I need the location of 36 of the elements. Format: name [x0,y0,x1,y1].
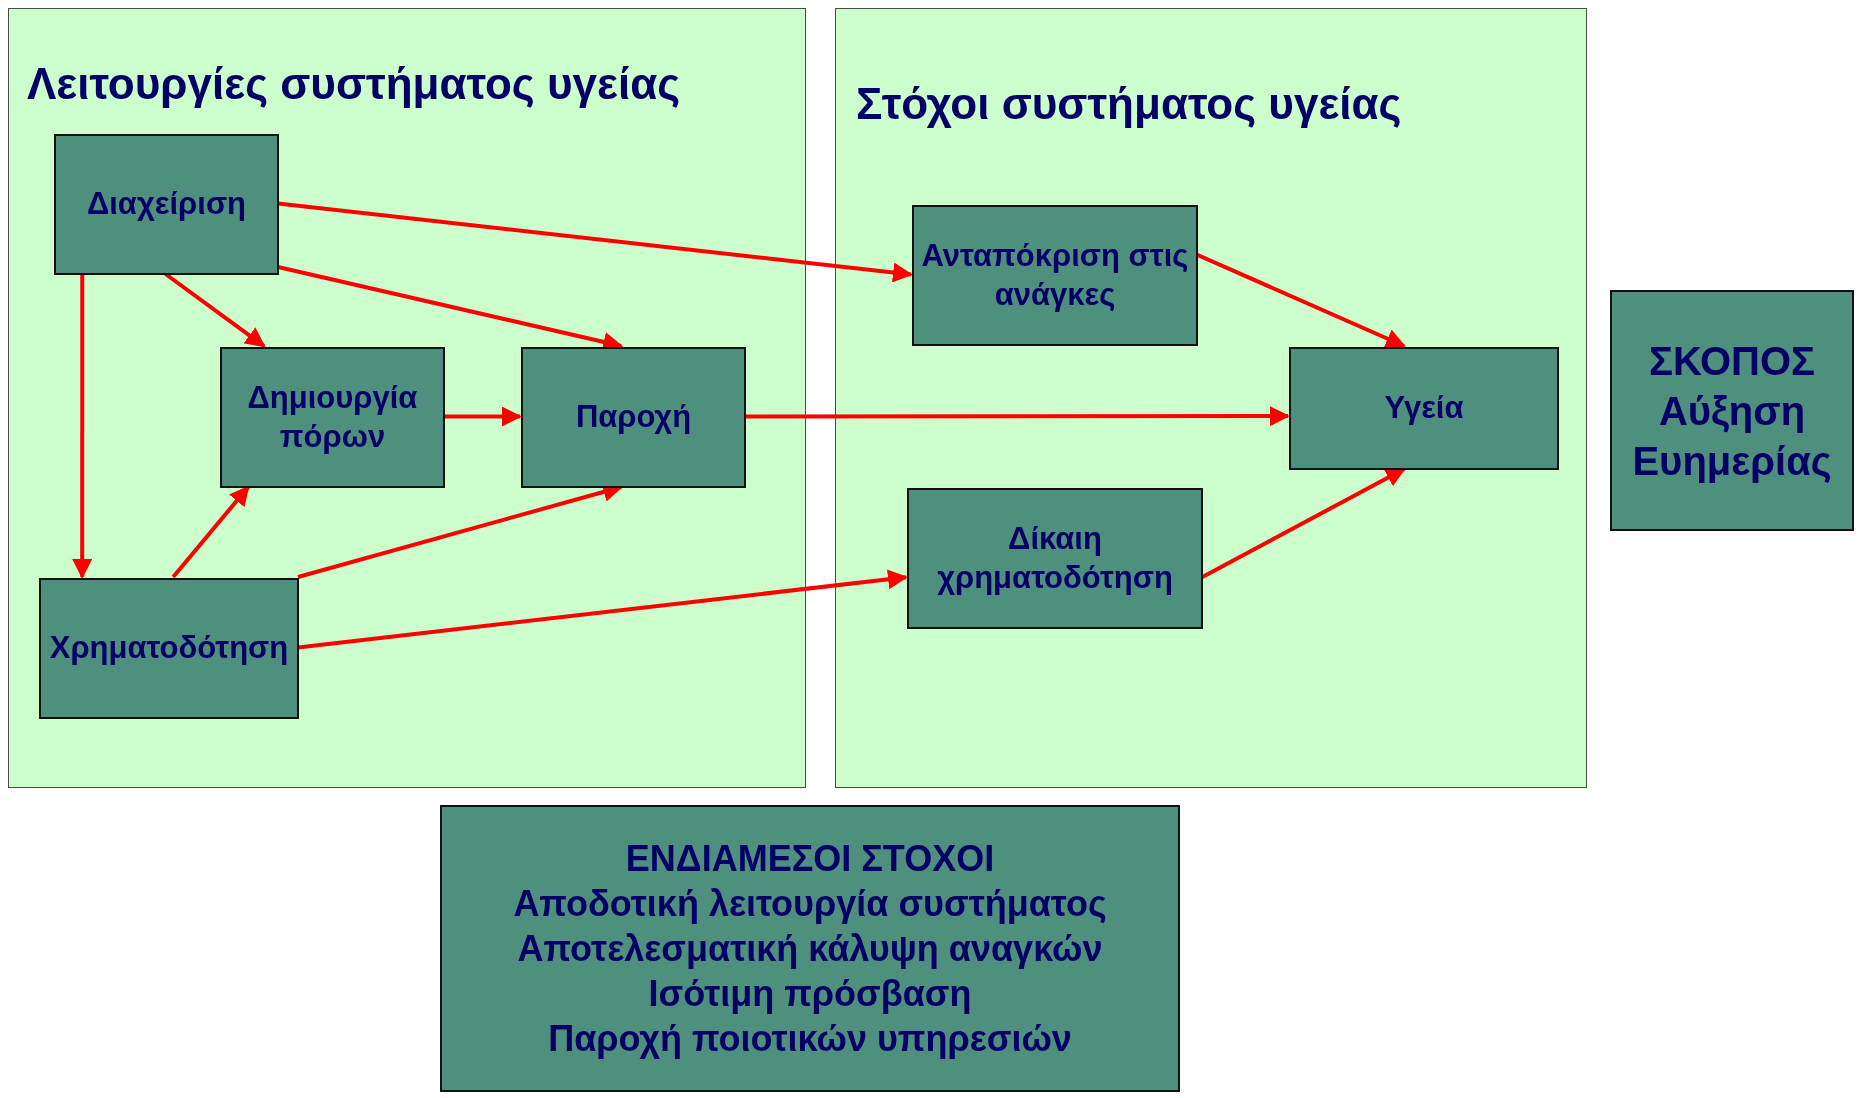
arrow [745,406,1290,427]
box-label: Δίκαιη χρηματοδότηση [936,519,1174,597]
box-text-line: Αύξηση Ευημερίας [1631,387,1833,485]
process-box [220,347,445,488]
box-label: Δημιουργία πόρων [246,378,419,456]
box-label: Χρηματοδότηση [49,629,289,668]
arrow [297,569,908,650]
box-label: Υγεία [1384,389,1464,428]
arrow [444,406,522,427]
panel-title: Λειτουργίες συστήματος υγείας [27,59,681,109]
process-box [912,205,1198,346]
process-box [54,134,279,275]
arrow [277,201,913,283]
panel-title: Στόχοι συστήματος υγείας [856,79,1402,129]
arrow [164,272,266,348]
group-panel [8,8,806,788]
box-text-line: Αποδοτική λειτουργία συστήματος [513,882,1107,926]
group-panel [835,8,1587,788]
arrow [1196,252,1406,348]
arrow [171,485,250,579]
process-box [440,805,1180,1092]
process-box [907,488,1203,629]
box-heading: ΕΝΔΙΑΜΕΣΟΙ ΣΤΟΧΟΙ [625,837,995,881]
box-label: Ανταπόκριση στις ανάγκες [920,236,1190,314]
process-box [521,347,746,488]
box-heading: ΣΚΟΠΟΣ [1648,337,1816,385]
box-label: Διαχείριση [86,185,247,224]
arrow [1201,467,1406,579]
box-text-line: Ισότιμη πρόσβαση [648,972,972,1016]
process-box [1610,290,1854,531]
process-box [1289,347,1559,470]
process-box [39,578,299,719]
box-label: Παροχή [575,398,692,437]
box-text-line: Αποτελεσματική κάλυψη αναγκών [517,927,1103,971]
box-text-line: Παροχή ποιοτικών υπηρεσιών [548,1017,1072,1061]
arrow [72,274,93,579]
